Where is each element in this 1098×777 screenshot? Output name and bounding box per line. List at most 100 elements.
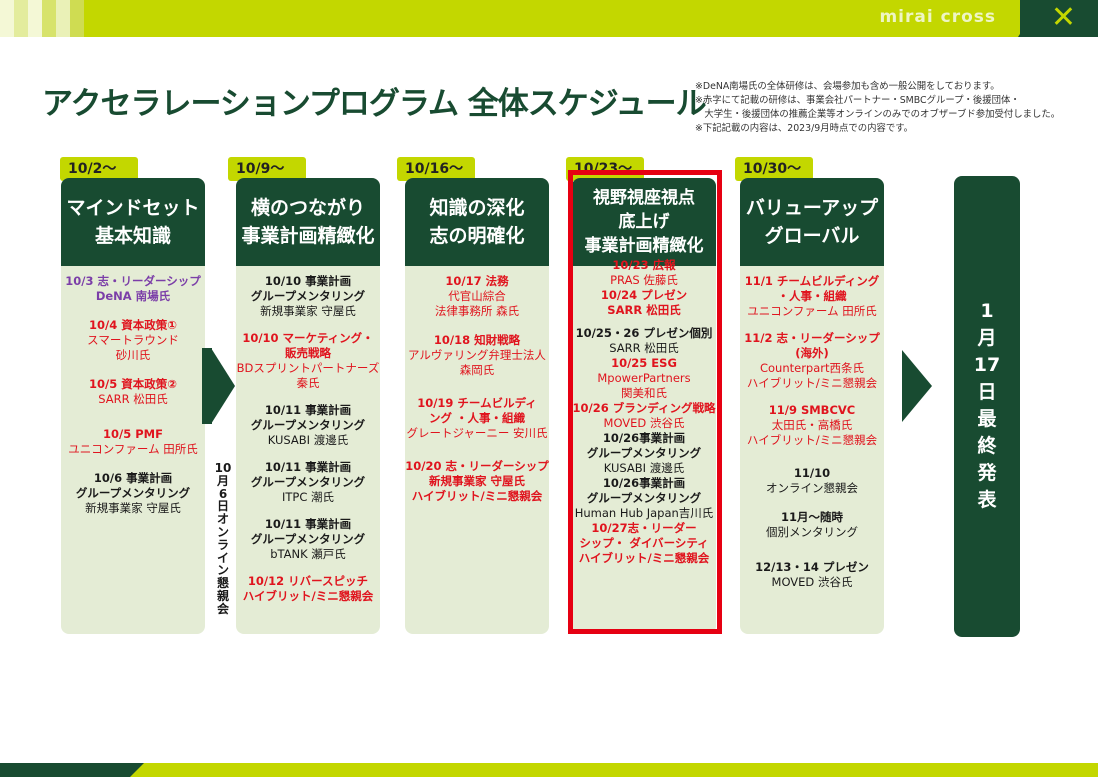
session-line: 太田氏・高橋氏 [771, 418, 853, 432]
page-title: アクセラレーションプログラム 全体スケジュール [42, 86, 707, 122]
right-arrow-icon [211, 348, 235, 424]
x-mark-icon: ✕ [1050, 0, 1076, 35]
week-heading-line: マインドセット [66, 197, 200, 219]
session-line: 10/10 事業計画 [264, 274, 352, 288]
session-line: ング ・人事・組織 [428, 411, 525, 425]
session-item: 10/19 チームビルディング ・人事・組織グレートジャーニー 安川氏 [399, 396, 555, 441]
week-tab: 10/2〜 [60, 157, 138, 181]
session-item: 10/18 知財戦略アルヴァリング弁理士法人森岡氏 [399, 333, 555, 378]
week-heading-line: 基本知識 [94, 225, 171, 247]
session-line: 12/13・14 プレゼン [755, 560, 869, 574]
session-line: 販売戦略 [285, 346, 331, 360]
week-heading-line: 底上げ [618, 212, 670, 232]
session-line: グループメンタリング [250, 418, 366, 432]
session-line: SARR 松田氏 [607, 303, 681, 317]
session-line: ハイブリット/ミニ懇親会 [746, 376, 878, 390]
session-line: 関美和氏 [621, 386, 667, 400]
week-heading: 視野視座視点底上げ事業計画精緻化 [572, 178, 716, 266]
highlight-frame [568, 170, 722, 634]
session-line: ユニコンファーム 田所氏 [747, 304, 877, 318]
session-line: SARR 松田氏 [609, 341, 679, 355]
session-item: 10/12 リバースピッチハイブリット/ミニ懇親会 [230, 574, 386, 604]
session-line: グループメンタリング [250, 289, 366, 303]
session-line: グループメンタリング [250, 475, 366, 489]
week-tab: 10/30〜 [735, 157, 813, 181]
session-line: グループメンタリング [250, 532, 366, 546]
session-list: 11/1 チームビルディング・人事・組織ユニコンファーム 田所氏 11/2 志・リ… [734, 274, 890, 590]
week-heading: バリューアップグローバル [740, 178, 884, 266]
session-line: ハイブリット/ミニ懇親会 [411, 489, 543, 503]
session-line: 10/25・26 プレゼン個別 [575, 326, 713, 340]
session-line: 10/27志・リーダー [591, 521, 697, 535]
week-heading-line: グローバル [764, 225, 860, 247]
session-line: ハイブリット/ミニ懇親会 [242, 589, 374, 603]
session-line: 10/3 志・リーダーシップ [65, 274, 201, 288]
brand-logo: mirai cross [879, 7, 996, 27]
session-line: グループメンタリング [75, 486, 191, 500]
week-heading-line: バリューアップ [745, 197, 879, 219]
session-line: 11月〜随時 [780, 510, 843, 524]
week-heading: マインドセット基本知識 [61, 178, 205, 266]
session-line: 10/25 ESG [611, 356, 677, 370]
session-line: グレートジャーニー 安川氏 [406, 426, 548, 440]
session-line: 10/20 志・リーダーシップ [405, 459, 549, 473]
session-line: 10/5 資本政策② [89, 377, 177, 391]
session-line: Human Hub Japan吉川氏 [574, 506, 714, 520]
session-line: 10/12 リバースピッチ [247, 574, 369, 588]
session-line: 10/4 資本政策① [89, 318, 177, 332]
session-line: 11/2 志・リーダーシップ [744, 331, 880, 345]
session-line: 10/18 知財戦略 [433, 333, 521, 347]
bottom-banner [0, 763, 1098, 777]
session-line: PRAS 佐藤氏 [610, 273, 678, 287]
session-item: 11/1 チームビルディング・人事・組織ユニコンファーム 田所氏 [734, 274, 890, 319]
session-line: 10/26事業計画 [602, 476, 686, 490]
arrow-shaft [202, 348, 212, 424]
session-line: KUSABI 渡邊氏 [267, 433, 349, 447]
session-line: 10/26 ブランディング戦略 [572, 401, 716, 415]
notes: ※DeNA南場氏の全体研修は、会場参加も含め一般公開をしております。 ※赤字にて… [695, 80, 1060, 136]
session-line: 10/24 プレゼン [600, 288, 688, 302]
session-line: ハイブリット/ミニ懇親会 [746, 433, 878, 447]
session-line: アルヴァリング弁理士法人 [408, 348, 546, 362]
session-line: 新規事業家 守屋氏 [428, 474, 525, 488]
session-line: グループメンタリング [586, 446, 702, 460]
session-line: MOVED 渋谷氏 [603, 416, 685, 430]
session-line: MOVED 渋谷氏 [771, 575, 853, 589]
session-line: 10/11 事業計画 [264, 403, 352, 417]
week-heading-line: 事業計画精緻化 [241, 225, 375, 247]
session-line: 法律事務所 森氏 [434, 304, 520, 318]
session-item: 10/6 事業計画グループメンタリング新規事業家 守屋氏 [55, 471, 211, 516]
session-line: ユニコンファーム 田所氏 [68, 442, 198, 456]
session-item: 11/2 志・リーダーシップ(海外)Counterpart西条氏ハイブリット/ミ… [734, 331, 890, 391]
session-line: 10/11 事業計画 [264, 460, 352, 474]
session-line: 10/10 マーケティング・ [242, 331, 374, 345]
session-line: 森岡氏 [459, 363, 495, 377]
week-heading-line: 視野視座視点 [593, 188, 695, 208]
week-heading-line: 志の明確化 [429, 225, 525, 247]
session-line: 個別メンタリング [766, 525, 858, 539]
session-line: 砂川氏 [115, 348, 151, 362]
session-line: ITPC 潮氏 [281, 490, 335, 504]
session-line: ・人事・組織 [777, 289, 847, 303]
session-item: 10/20 志・リーダーシップ新規事業家 守屋氏ハイブリット/ミニ懇親会 [399, 459, 555, 504]
session-item: 10/10 事業計画グループメンタリング新規事業家 守屋氏 [230, 274, 386, 319]
session-line: Counterpart西条氏 [759, 361, 865, 375]
